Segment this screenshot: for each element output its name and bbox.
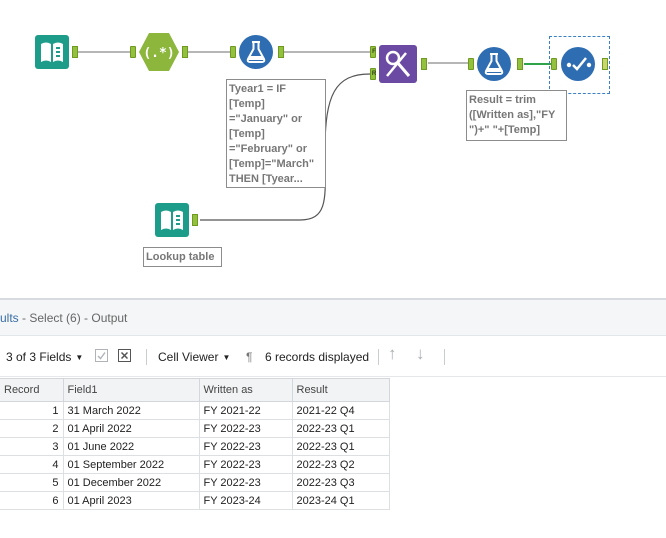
- record-cell[interactable]: 6: [0, 491, 64, 510]
- chevron-down-icon: ▼: [222, 353, 231, 362]
- output-anchor[interactable]: [517, 58, 523, 70]
- table-cell[interactable]: 01 December 2022: [62, 473, 200, 492]
- find-anchor-label: F: [372, 49, 376, 55]
- table-cell[interactable]: 2023-24 Q1: [291, 491, 390, 510]
- cell-viewer-label: Cell Viewer: [158, 350, 219, 364]
- formula-icon[interactable]: [238, 34, 274, 70]
- select-output-icon[interactable]: [560, 46, 596, 82]
- selection-box: [549, 36, 610, 94]
- chevron-down-icon: ▼: [75, 353, 84, 362]
- cell-viewer-dropdown[interactable]: Cell Viewer▼: [158, 349, 230, 366]
- toolbar-divider: [378, 349, 379, 365]
- records-count: 6 records displayed: [265, 350, 370, 364]
- table-cell[interactable]: 31 March 2022: [62, 401, 200, 420]
- output-anchor[interactable]: [72, 46, 78, 58]
- table-cell[interactable]: 2022-23 Q1: [291, 437, 390, 456]
- formula-icon[interactable]: [476, 46, 512, 82]
- regex-glyph: (.*): [143, 46, 174, 61]
- replace-anchor[interactable]: [370, 68, 376, 80]
- table-cell[interactable]: FY 2022-23: [198, 455, 293, 474]
- replace-anchor-label: R: [371, 71, 377, 77]
- record-cell[interactable]: 3: [0, 437, 64, 456]
- fields-dropdown[interactable]: 3 of 3 Fields▼: [6, 349, 83, 366]
- record-cell[interactable]: 2: [0, 419, 64, 438]
- input-data-icon[interactable]: [34, 34, 70, 70]
- column-header-written-as[interactable]: Written as: [198, 378, 293, 402]
- fields-label: 3 of 3 Fields: [6, 350, 72, 364]
- results-subtitle: - Select (6) - Output: [18, 311, 128, 325]
- table-cell[interactable]: FY 2022-23: [198, 419, 293, 438]
- table-cell[interactable]: 01 April 2022: [62, 419, 200, 438]
- find-anchor[interactable]: [370, 46, 376, 58]
- record-cell[interactable]: 5: [0, 473, 64, 492]
- table-cell[interactable]: FY 2022-23: [198, 473, 293, 492]
- table-cell[interactable]: FY 2022-23: [198, 437, 293, 456]
- output-anchor[interactable]: [192, 214, 198, 226]
- output-anchor[interactable]: [602, 58, 608, 70]
- results-header: ults - Select (6) - Output: [0, 300, 666, 336]
- table-cell[interactable]: 01 April 2023: [62, 491, 200, 510]
- input-anchor[interactable]: [130, 46, 136, 58]
- column-header-field1[interactable]: Field1: [62, 378, 200, 402]
- output-anchor[interactable]: [278, 46, 284, 58]
- table-cell[interactable]: 2021-22 Q4: [291, 401, 390, 420]
- workflow-canvas[interactable]: (.*) F R: [0, 0, 666, 298]
- table-cell[interactable]: 2022-23 Q1: [291, 419, 390, 438]
- toolbar-divider: [444, 349, 445, 365]
- down-arrow-icon[interactable]: ↓: [416, 344, 425, 363]
- table-cell[interactable]: 2022-23 Q3: [291, 473, 390, 492]
- input-anchor[interactable]: [551, 58, 557, 70]
- results-toolbar: 3 of 3 Fields▼ Cell Viewer▼ ¶ 6 records …: [0, 337, 666, 377]
- table-cell[interactable]: 2022-23 Q2: [291, 455, 390, 474]
- table-cell[interactable]: FY 2023-24: [198, 491, 293, 510]
- table-cell[interactable]: 01 June 2022: [62, 437, 200, 456]
- formula1-annotation[interactable]: Tyear1 = IF [Temp] ="January" or [Temp] …: [226, 79, 326, 188]
- record-cell[interactable]: 4: [0, 455, 64, 474]
- column-header-record[interactable]: Record: [0, 378, 64, 402]
- up-arrow-icon[interactable]: ↑: [388, 344, 397, 363]
- input-anchor[interactable]: [230, 46, 236, 58]
- output-anchor[interactable]: [182, 46, 188, 58]
- column-header-result[interactable]: Result: [291, 378, 390, 402]
- lookup-input-icon[interactable]: [154, 202, 190, 238]
- pane-divider[interactable]: [0, 298, 666, 300]
- output-anchor[interactable]: [421, 58, 427, 70]
- results-title: ults: [0, 311, 19, 325]
- toolbar-divider: [146, 349, 147, 365]
- pilcrow-icon[interactable]: ¶: [246, 350, 253, 364]
- table-cell[interactable]: FY 2021-22: [198, 401, 293, 420]
- input-anchor[interactable]: [468, 58, 474, 70]
- record-cell[interactable]: 1: [0, 401, 64, 420]
- regex-icon[interactable]: (.*): [138, 32, 180, 72]
- clear-icon[interactable]: [118, 349, 131, 366]
- table-header-row: Record Field1 Written as Result: [0, 378, 390, 402]
- table-cell[interactable]: 01 September 2022: [62, 455, 200, 474]
- lookup-annotation[interactable]: Lookup table: [143, 247, 222, 267]
- checkbox-icon[interactable]: [95, 349, 108, 366]
- find-replace-icon[interactable]: [378, 44, 418, 84]
- formula2-annotation[interactable]: Result = trim ([Written as],"FY ")+" "+[…: [466, 90, 567, 141]
